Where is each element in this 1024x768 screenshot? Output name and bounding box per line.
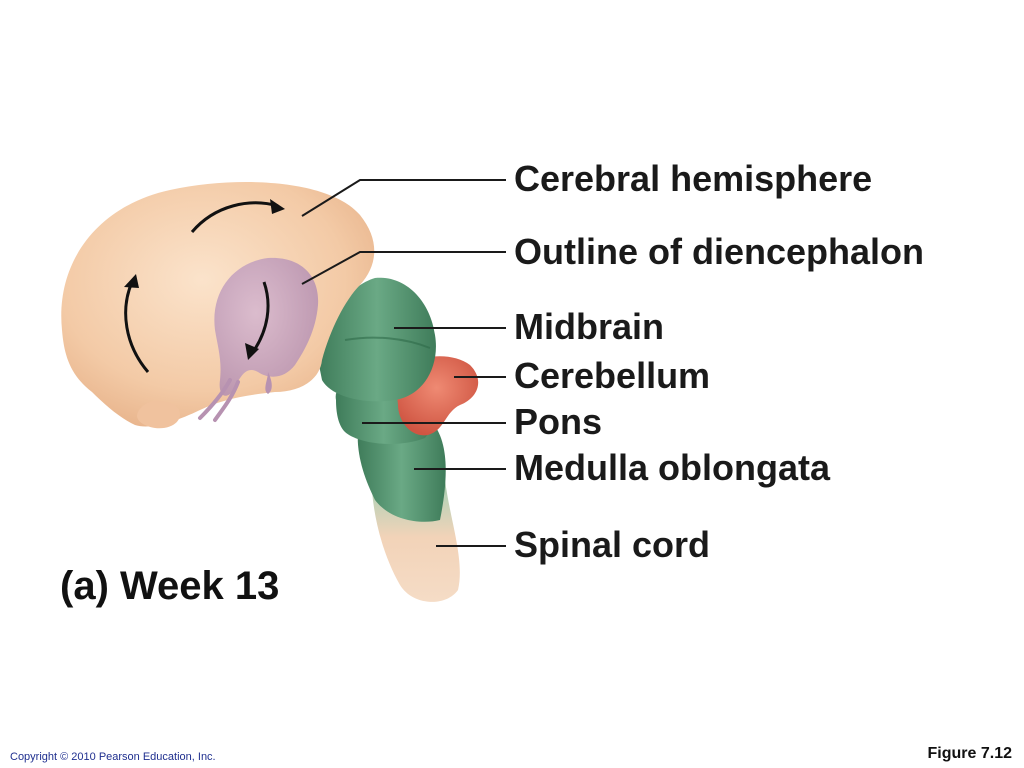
label-cerebral-hemisphere: Cerebral hemisphere xyxy=(514,158,873,199)
figure-number: Figure 7.12 xyxy=(927,745,1012,762)
curved-arrow-icon-2 xyxy=(124,281,150,373)
optic-stalk-shape xyxy=(198,378,232,420)
optic-stalk-shape-2 xyxy=(213,380,240,422)
leader-line-cerebral-hemisphere xyxy=(301,179,506,217)
olfactory-bulb-shape xyxy=(137,400,180,429)
arrowhead-icon xyxy=(270,199,285,214)
label-medulla-oblongata: Medulla oblongata xyxy=(514,447,831,488)
midbrain-shape xyxy=(318,277,436,402)
label-pons: Pons xyxy=(514,401,603,442)
figure-caption: (a) Week 13 xyxy=(60,564,280,608)
label-midbrain: Midbrain xyxy=(514,306,664,347)
label-outline-of-diencephalon: Outline of diencephalon xyxy=(514,231,925,272)
arrowhead-icon-2 xyxy=(124,274,139,288)
leader-lines xyxy=(301,179,506,547)
copyright-notice: Copyright © 2010 Pearson Education, Inc. xyxy=(10,751,216,763)
leader-line-diencephalon xyxy=(301,251,506,285)
pituitary-drop xyxy=(265,372,272,394)
curved-arrow-icon-3 xyxy=(251,281,270,353)
label-cerebellum: Cerebellum xyxy=(514,355,711,396)
curved-arrow-icon xyxy=(190,201,279,233)
label-spinal-cord: Spinal cord xyxy=(514,524,711,565)
midbrain-groove xyxy=(344,336,431,349)
arrowhead-icon-3 xyxy=(245,343,259,360)
